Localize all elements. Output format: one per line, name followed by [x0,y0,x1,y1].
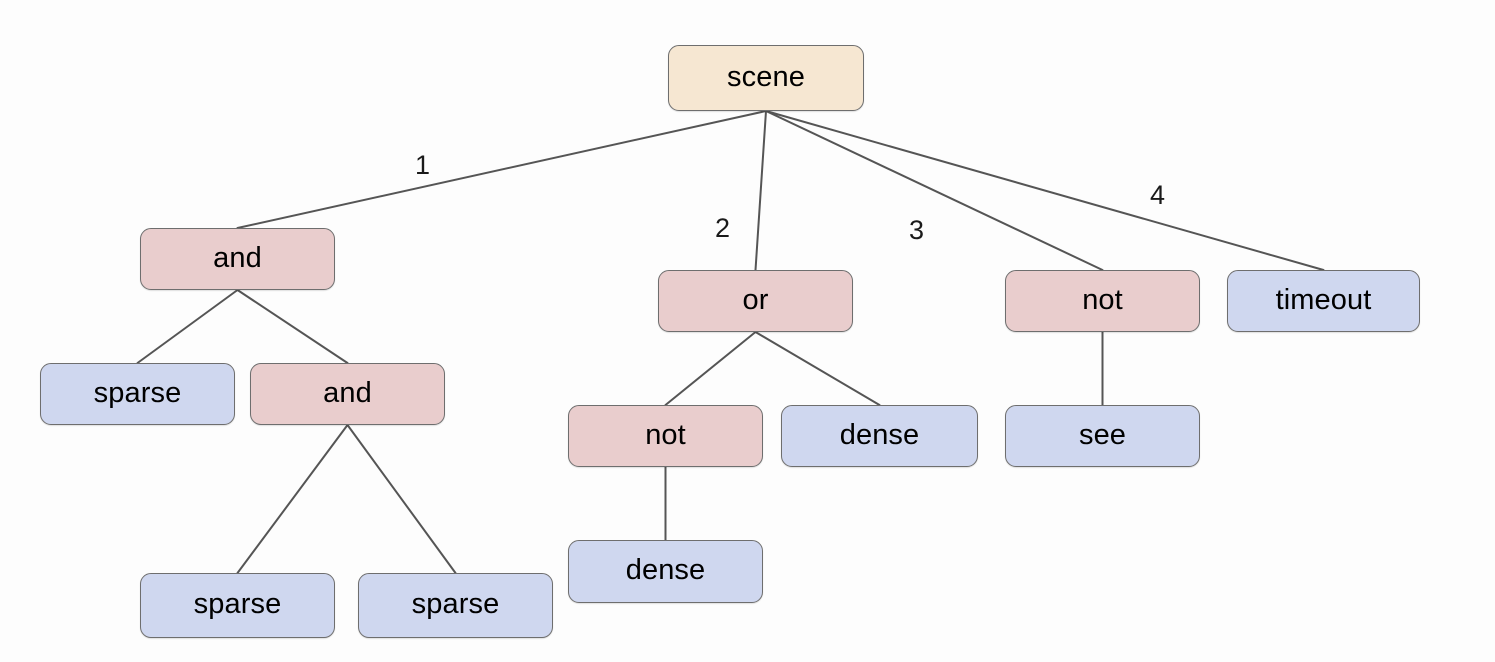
tree-node-sparse1[interactable]: sparse [40,363,235,425]
tree-node-see[interactable]: see [1005,405,1200,467]
tree-edge [664,331,757,406]
tree-node-label: scene [727,60,805,93]
tree-node-label: timeout [1275,283,1372,316]
tree-node-dense2[interactable]: dense [568,540,763,603]
tree-node-label: dense [625,554,706,586]
tree-node-label: not [1082,283,1123,316]
tree-node-label: see [1078,418,1127,451]
tree-node-label: sparse [193,588,282,620]
tree-node-scene[interactable]: scene [668,45,864,111]
tree-node-label: dense [839,418,920,451]
tree-node-not2[interactable]: not [568,405,763,467]
tree-node-label: sparse [93,376,182,409]
tree-node-sparse2[interactable]: sparse [140,573,335,638]
tree-node-label: sparse [411,588,500,620]
tree-edge [136,289,239,364]
tree-node-and1[interactable]: and [140,228,335,290]
tree-node-label: not [645,418,686,451]
tree-node-dense1[interactable]: dense [781,405,978,467]
edge-label-scene-timeout: 4 [1150,180,1166,210]
tree-edge [765,110,1325,271]
tree-edge [346,424,457,574]
tree-node-label: or [742,283,769,316]
tree-node-and2[interactable]: and [250,363,445,425]
edge-label-scene-and1: 1 [415,150,431,180]
tree-node-not1[interactable]: not [1005,270,1200,332]
tree-edge [765,110,1104,271]
tree-node-sparse3[interactable]: sparse [358,573,553,638]
tree-edge [754,110,767,271]
tree-edge [236,424,349,574]
tree-edge [236,110,767,229]
tree-node-label: and [323,376,372,409]
tree-node-timeout[interactable]: timeout [1227,270,1420,332]
edge-label-scene-not1: 3 [909,215,925,245]
tree-node-label: and [213,241,262,274]
tree-node-or1[interactable]: or [658,270,853,332]
edge-label-scene-or1: 2 [715,213,731,243]
tree-edge [754,331,881,406]
tree-edge [236,289,349,364]
